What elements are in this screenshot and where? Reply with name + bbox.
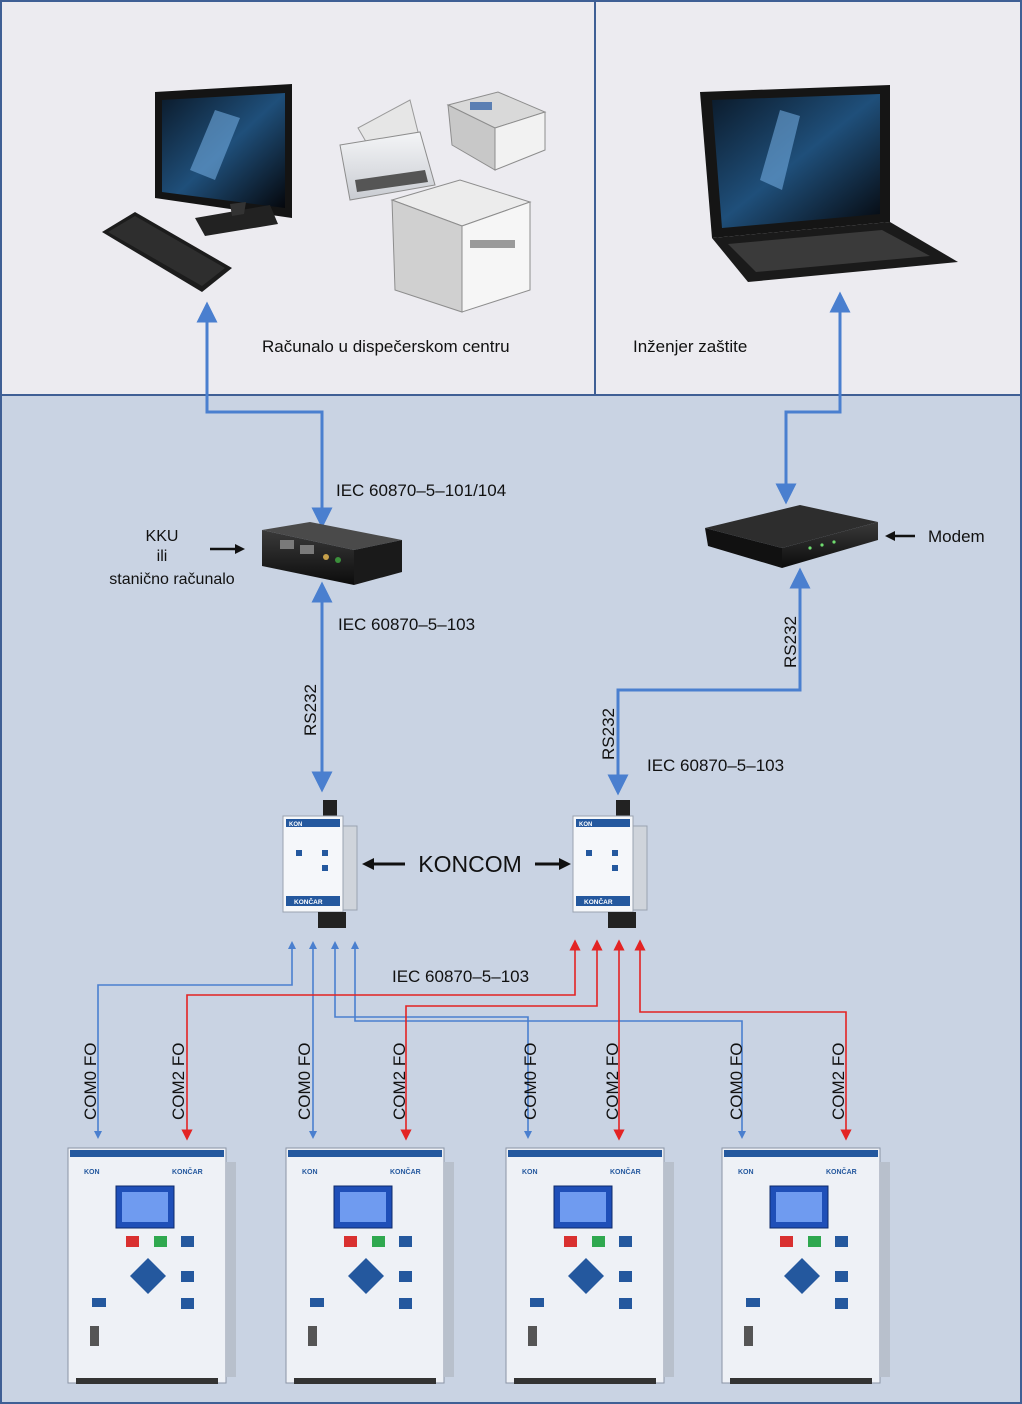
koncom-brand-left: KON (289, 822, 302, 828)
laptop-icon (700, 85, 958, 282)
protection-relay-icon: KON KONČAR (505, 1147, 674, 1384)
relay-1-com2-label: COM2 FO (169, 1043, 188, 1120)
koncom-brand-right: KON (579, 822, 592, 828)
relay-4-com0-label: COM0 FO (727, 1043, 746, 1120)
kku-label-1: KKU (146, 528, 179, 545)
koncom-module-icon: KON KONČAR (572, 800, 648, 928)
konar-brand-left: KONČAR (294, 897, 323, 906)
konar-brand-right: KONČAR (584, 897, 613, 906)
keyboard-icon (102, 212, 232, 292)
modem-label: Modem (928, 527, 985, 546)
relay-1-com0-label: COM0 FO (81, 1043, 100, 1120)
koncom-label: KONCOM (418, 851, 522, 877)
relay-2-com0-label: COM0 FO (295, 1043, 314, 1120)
relay-3-com2-label: COM2 FO (603, 1043, 622, 1120)
relay-4-com2-label: COM2 FO (829, 1043, 848, 1120)
fiber-links (94, 939, 852, 1141)
embedded-pc-icon (262, 522, 402, 585)
relay-konar-label: KONČAR (610, 1167, 641, 1176)
iec-103-right-label: IEC 60870–5–103 (647, 756, 784, 775)
rs232-right-label: RS232 (781, 616, 800, 668)
iec-103-bottom-label: IEC 60870–5–103 (392, 967, 529, 986)
engineer-link (607, 291, 851, 796)
laser-printer-icon (390, 179, 532, 313)
dispatch-center-label: Računalo u dispečerskom centru (262, 337, 510, 356)
relay-2-com2-label: COM2 FO (390, 1043, 409, 1120)
rs232-left-label: RS232 (301, 684, 320, 736)
rs232-mid-label: RS232 (599, 708, 618, 760)
koncom-module-icon: KON KONČAR (282, 800, 358, 928)
protection-relay-icon: KON KONČAR (67, 1147, 236, 1384)
fax-icon (446, 91, 547, 171)
relay-brand-label: KON (522, 1169, 538, 1176)
relay-brand-label: KON (302, 1169, 318, 1176)
relay-brand-label: KON (84, 1169, 100, 1176)
engineer-label: Inženjer zaštite (633, 337, 747, 356)
protection-relay-icon: KON KONČAR (285, 1147, 454, 1384)
relay-konar-label: KONČAR (390, 1167, 421, 1176)
iec-103-kku-label: IEC 60870–5–103 (338, 615, 475, 634)
kku-label-3: stanično računalo (109, 571, 235, 588)
dispatch-link (196, 301, 333, 793)
relay-brand-label: KON (738, 1169, 754, 1176)
iec-101-104-label: IEC 60870–5–101/104 (336, 481, 506, 500)
desktop-computer-icon (155, 84, 292, 236)
protection-relay-icon: KON KONČAR (721, 1147, 890, 1384)
relay-3-com0-label: COM0 FO (521, 1043, 540, 1120)
kku-label-2: ili (157, 548, 168, 565)
relay-konar-label: KONČAR (826, 1167, 857, 1176)
relay-konar-label: KONČAR (172, 1167, 203, 1176)
printer-icon (339, 99, 436, 201)
modem-icon (705, 505, 878, 568)
